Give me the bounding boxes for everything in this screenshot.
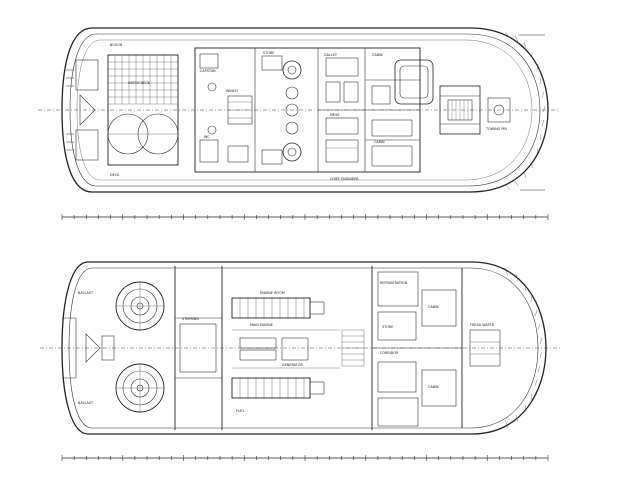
upper-inner-line [76, 39, 533, 181]
upper-label-store: STORE [263, 51, 274, 55]
lower-bow-frames [504, 267, 543, 429]
lower-label-ballast1: BALLAST [78, 291, 94, 295]
upper-forward-cabin [371, 59, 434, 167]
lower-label-engine: ENGINE ROOM [260, 291, 285, 295]
lower-thruster-port [115, 281, 165, 331]
lower-label-steering: STEERING [182, 317, 199, 321]
upper-frame-scale [61, 214, 549, 220]
upper-deckhouse [194, 47, 421, 173]
lower-label-cabin3: CABIN [428, 305, 439, 309]
lower-label-cabin4: CABIN [428, 385, 439, 389]
lower-thruster-starboard [115, 363, 165, 413]
upper-label-mess: MESS [330, 113, 339, 117]
lower-deck-plan: BALLAST BALLAST STEERING [40, 261, 560, 435]
upper-label-chief: CHIEF ENGINEER [330, 177, 359, 181]
upper-aft-hatch [107, 54, 179, 166]
lower-label-gen: GENERATOR [282, 363, 303, 367]
upper-stern-block-top [75, 59, 99, 91]
lower-forward-rooms [372, 271, 501, 427]
lower-steering-gear [179, 323, 217, 373]
lower-label-ballast2: BALLAST [78, 401, 94, 405]
lower-label-refrig: REFRIGERATION [380, 281, 408, 285]
lower-main-engine-starboard [231, 377, 325, 399]
upper-bulwark [69, 33, 541, 187]
upper-deck-plan: HATCH DECK CAPSTAN W [38, 27, 560, 193]
lower-stern-box [101, 335, 115, 361]
upper-label-capstan: CAPSTAN [200, 69, 216, 73]
upper-label-winch: WINCH [226, 89, 238, 93]
upper-stern-triangle [79, 94, 96, 126]
upper-label-cabin1: CABIN [372, 53, 383, 57]
lower-label-fw: FRESH WATER [470, 323, 495, 327]
upper-stern-block-bottom [75, 129, 99, 161]
lower-stern-notch [62, 317, 77, 379]
upper-label-deck: DECK [110, 173, 120, 177]
upper-label-cabin2: CABIN [374, 140, 385, 144]
upper-label-bosun: BOSUN [110, 43, 123, 47]
upper-label-hatch: HATCH DECK [128, 81, 151, 85]
upper-small-rooms [199, 53, 283, 165]
lower-inner-hull [68, 267, 539, 429]
upper-label-wc: WC [204, 135, 210, 139]
lower-label-main-eng: MAIN ENGINE [250, 323, 273, 327]
lower-label-store2: STORE [382, 325, 393, 329]
upper-capstan-group [207, 60, 302, 162]
lower-stern-fitting [85, 333, 101, 363]
lower-label-fuel: FUEL [236, 409, 245, 413]
upper-hull-outline [61, 27, 549, 193]
lower-generators [232, 329, 340, 369]
lower-stairs [341, 329, 365, 367]
upper-forward-winch [439, 85, 511, 135]
lower-main-engine-port [231, 297, 325, 319]
lower-hull-outline [61, 261, 547, 435]
upper-bow-fender [504, 31, 546, 191]
upper-galley-fittings [325, 57, 359, 163]
upper-stern-fender [66, 69, 74, 151]
upper-label-galley: GALLEY [324, 53, 338, 57]
lower-frame-scale [61, 455, 549, 461]
upper-label-towing: TOWING PIN [485, 127, 507, 131]
lower-label-corridor: CORRIDOR [380, 351, 399, 355]
